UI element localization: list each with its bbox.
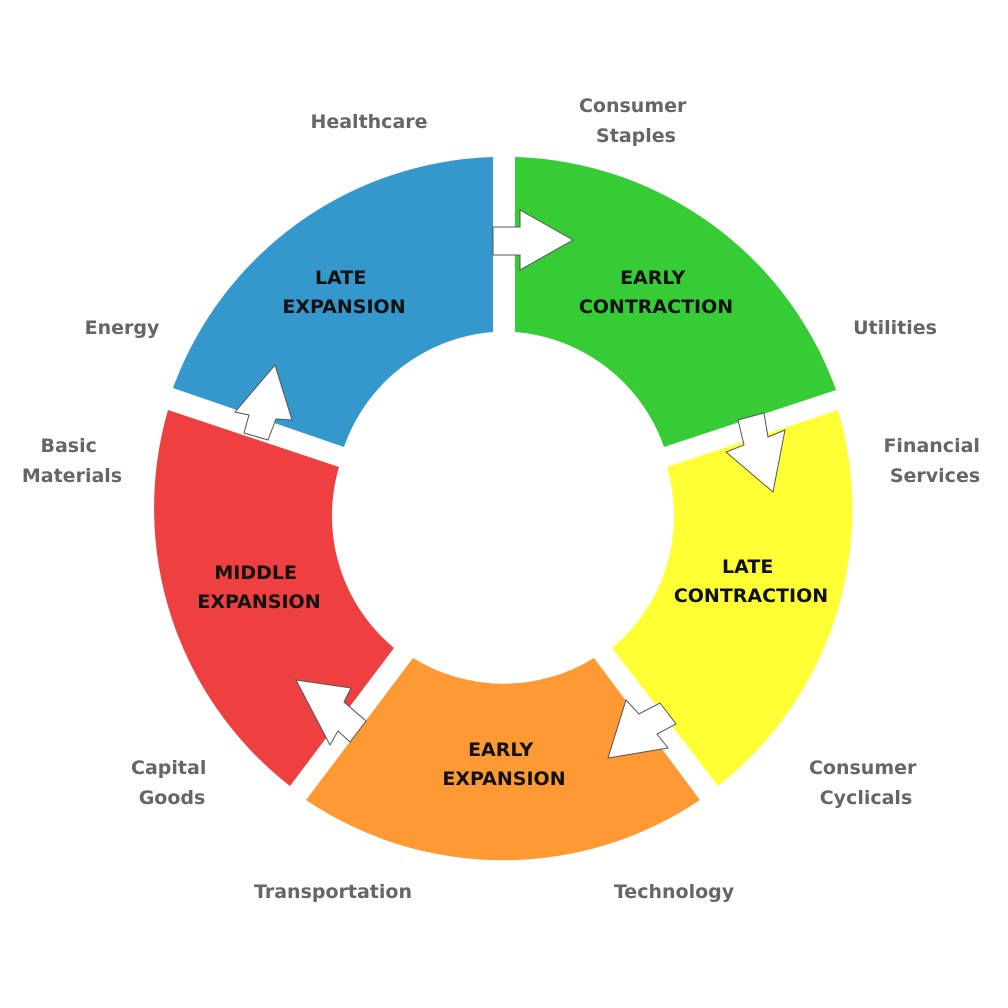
late-expansion-segment — [173, 157, 493, 447]
sector-label-healthcare: Healthcare — [310, 111, 427, 133]
arrow-icon — [607, 699, 677, 759]
sector-label-consumer-staples: Consumer Staples — [579, 95, 693, 147]
early-contraction-label: EARLY CONTRACTION — [579, 267, 733, 318]
sector-label-energy: Energy — [85, 317, 160, 339]
middle-expansion-label: MIDDLE EXPANSION — [197, 562, 320, 613]
late-contraction-segment — [612, 410, 853, 786]
sector-label-financial-services: Financial Services — [883, 435, 986, 487]
late-contraction-label: LATE CONTRACTION — [674, 556, 828, 607]
early-contraction-segment — [515, 157, 836, 447]
arrow-icon — [234, 363, 293, 441]
sector-label-consumer-cyclicals: Consumer Cyclicals — [809, 757, 923, 809]
sector-label-transportation: Transportation — [254, 881, 412, 903]
arrow-icon — [492, 209, 575, 271]
early-expansion-segment — [306, 658, 700, 861]
arrow-icon — [725, 412, 786, 493]
sector-label-technology: Technology — [614, 881, 735, 903]
early-expansion-label: EARLY EXPANSION — [442, 739, 565, 790]
sector-label-basic-materials: Basic Materials — [22, 435, 122, 487]
sector-label-utilities: Utilities — [853, 317, 937, 339]
sector-label-capital-goods: Capital Goods — [131, 757, 213, 809]
arrow-icon — [295, 679, 367, 747]
late-expansion-label: LATE EXPANSION — [282, 267, 405, 318]
